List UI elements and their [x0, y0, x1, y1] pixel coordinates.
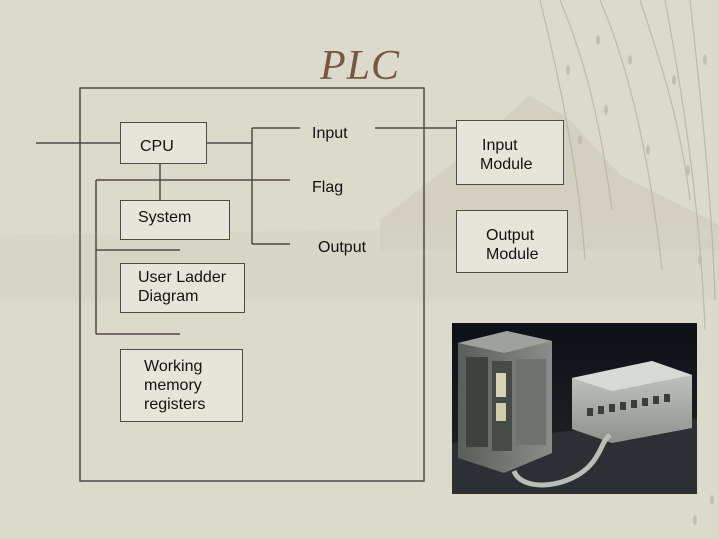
- input-signal-label: Input: [312, 125, 348, 142]
- plc-hardware-photo: [452, 323, 697, 494]
- working-memory-registers-box: Working memory registers: [120, 349, 243, 422]
- working-label-line1: Working: [144, 358, 203, 375]
- user-ladder-label-line1: User Ladder: [138, 269, 227, 286]
- plc-frame: [79, 87, 425, 482]
- working-label-line3: registers: [144, 396, 206, 413]
- output-module-label-line1: Output: [486, 227, 535, 244]
- user-ladder-diagram-box: User Ladder Diagram: [120, 263, 245, 313]
- output-module-label-line2: Module: [486, 246, 539, 263]
- cpu-label: CPU: [140, 138, 174, 155]
- system-box: System: [120, 200, 230, 240]
- output-signal-label: Output: [318, 239, 367, 256]
- input-module-label-line2: Module: [480, 156, 533, 173]
- user-ladder-label-line2: Diagram: [138, 288, 199, 305]
- page-title: PLC: [319, 43, 401, 89]
- flag-label: Flag: [312, 179, 344, 196]
- system-label: System: [138, 209, 192, 226]
- input-module-box: Input Module: [456, 120, 564, 185]
- input-module-label-line1: Input: [482, 137, 518, 154]
- working-label-line2: memory: [144, 377, 202, 394]
- cpu-box: CPU: [120, 122, 207, 164]
- output-module-box: Output Module: [456, 210, 568, 273]
